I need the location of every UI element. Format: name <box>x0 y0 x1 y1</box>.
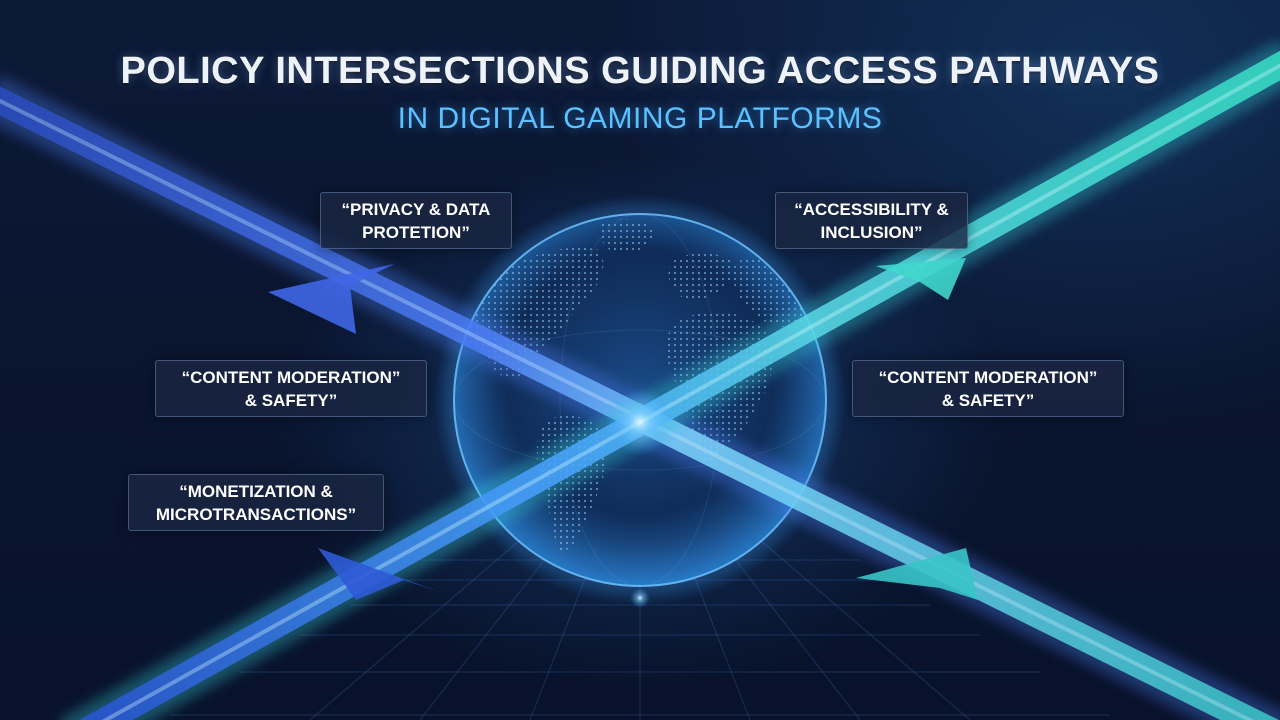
pathway-band-ascending <box>58 39 1280 720</box>
label-line: INCLUSION” <box>820 222 923 242</box>
label-line: MICROTRANSACTIONS” <box>155 504 357 524</box>
arrow-icon <box>268 258 978 600</box>
label-line: “PRIVACY & DATA <box>341 199 491 219</box>
label-content-moderation-right: “CONTENT MODERATION” & SAFETY” <box>852 360 1124 417</box>
label-privacy-data-protection: “PRIVACY & DATA PROTETION” <box>320 192 512 249</box>
page-subtitle: IN DIGITAL GAMING PLATFORMS <box>397 102 883 135</box>
label-monetization-microtransactions: “MONETIZATION & MICROTRANSACTIONS” <box>128 474 384 531</box>
label-line: “CONTENT MODERATION” <box>181 367 401 387</box>
page-title: POLICY INTERSECTIONS GUIDING ACCESS PATH… <box>120 50 1160 92</box>
intersection-glow <box>606 388 674 456</box>
floor-light <box>630 588 650 608</box>
label-line: & SAFETY” <box>941 390 1035 410</box>
label-line: “CONTENT MODERATION” <box>878 367 1098 387</box>
label-content-moderation-left: “CONTENT MODERATION” & SAFETY” <box>155 360 427 417</box>
label-line: PROTETION” <box>362 222 470 242</box>
label-accessibility-inclusion: “ACCESSIBILITY & INCLUSION” <box>775 192 968 249</box>
label-line: “MONETIZATION & <box>179 481 333 501</box>
label-line: “ACCESSIBILITY & <box>794 199 949 219</box>
label-line: & SAFETY” <box>244 390 338 410</box>
